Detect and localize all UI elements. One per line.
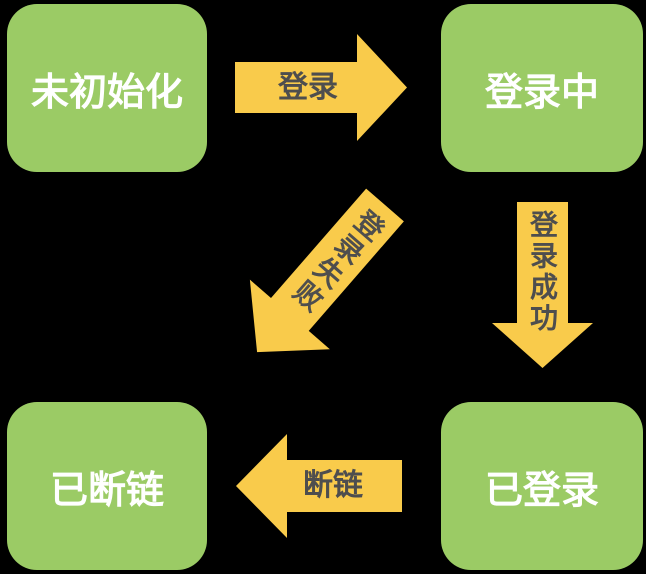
state-node-logged-in: 已登录 xyxy=(441,402,643,570)
transition-label-login-success: 登录成功 xyxy=(526,210,559,334)
state-label-uninitialized: 未初始化 xyxy=(30,69,183,114)
state-label-logging-in: 登录中 xyxy=(484,69,599,114)
transition-label-disconnect: 断链 xyxy=(303,468,363,503)
right-arrow-icon xyxy=(235,34,407,141)
down-arrow-icon xyxy=(492,202,593,368)
state-label-logged-in: 已登录 xyxy=(484,467,599,512)
state-node-logging-in: 登录中 xyxy=(441,4,643,172)
left-arrow-icon xyxy=(236,434,402,538)
down-left-arrow-icon xyxy=(249,188,404,353)
state-node-disconnected: 已断链 xyxy=(7,402,207,570)
transition-label-login: 登录 xyxy=(278,70,338,105)
state-node-uninitialized: 未初始化 xyxy=(7,4,207,172)
state-label-disconnected: 已断链 xyxy=(49,467,164,512)
